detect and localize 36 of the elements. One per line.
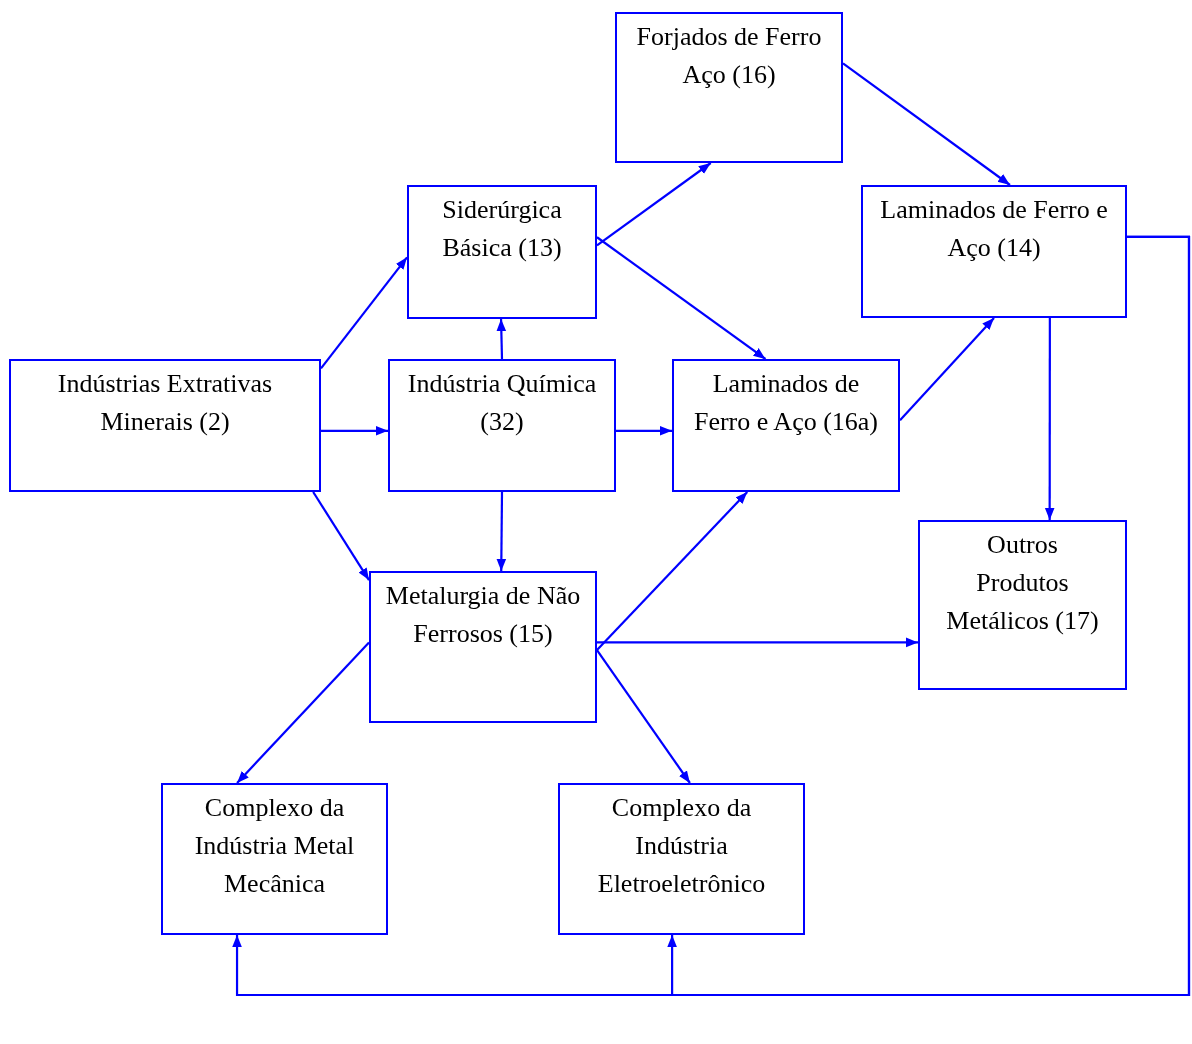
process-box [861, 185, 1127, 318]
arrow [596, 491, 749, 651]
process-box [672, 359, 900, 492]
arrow [596, 162, 712, 247]
arrow [236, 641, 370, 784]
box-label: Indústrias Extrativas Minerais (2) [56, 368, 274, 438]
arrow [320, 256, 408, 369]
arrow [312, 491, 370, 581]
box-label: Metalurgia de Não Ferrosos (15) [384, 580, 582, 650]
box-label: Complexo da Indústria Eletroeletrônico [596, 792, 767, 900]
process-box [161, 783, 388, 935]
arrow [616, 426, 672, 436]
arrow [496, 492, 507, 571]
arrow [667, 235, 1191, 997]
process-box [615, 12, 843, 163]
arrow [596, 649, 691, 784]
arrow [496, 318, 507, 360]
process-box [9, 359, 321, 492]
process-box [388, 359, 616, 492]
process-box [918, 520, 1127, 690]
arrow [596, 236, 767, 360]
box-label: Siderúrgica Básica (13) [441, 194, 563, 264]
arrow [597, 637, 918, 648]
process-box [407, 185, 597, 319]
box-label: Outros Produtos Metálicos (17) [945, 529, 1100, 637]
arrow [842, 62, 1011, 186]
arrow [1044, 318, 1055, 520]
process-box [558, 783, 805, 935]
box-label: Indústria Química (32) [406, 368, 598, 438]
arrow [899, 317, 995, 421]
box-label: Forjados de Ferro Aço (16) [635, 21, 823, 91]
box-label: Complexo da Indústria Metal Mecânica [193, 792, 356, 900]
box-label: Laminados de Ferro e Aço (14) [879, 194, 1109, 264]
box-label: Laminados de Ferro e Aço (16a) [692, 368, 880, 438]
process-box [369, 571, 597, 723]
arrow [321, 426, 388, 436]
